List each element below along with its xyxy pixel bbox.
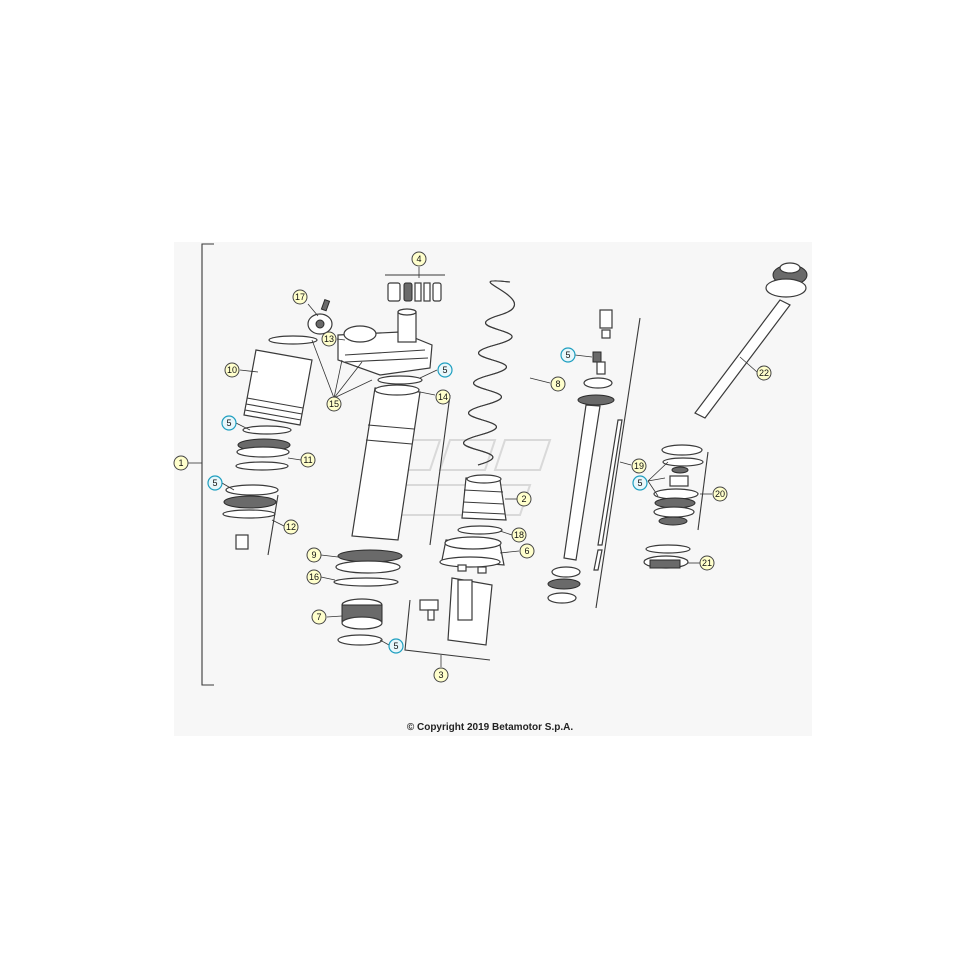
part-shock-body <box>351 384 421 541</box>
callout-5-b: 5 <box>207 475 223 491</box>
body-bracket <box>429 394 451 546</box>
svg-text:7: 7 <box>316 612 321 622</box>
callout-15: 15 <box>326 396 342 412</box>
callout-5-f: 5 <box>632 475 648 491</box>
part-pin <box>320 298 331 312</box>
svg-text:8: 8 <box>555 379 560 389</box>
part-bottom-bushing <box>337 598 383 646</box>
part-oring-a <box>242 425 292 435</box>
svg-text:5: 5 <box>565 350 570 360</box>
svg-text:17: 17 <box>295 292 305 302</box>
svg-text:5: 5 <box>226 418 231 428</box>
callout-5-e: 5 <box>560 347 576 363</box>
svg-text:12: 12 <box>286 522 296 532</box>
part-reservoir <box>243 335 318 426</box>
callout-13: 13 <box>321 331 337 347</box>
callout-14: 14 <box>435 389 451 405</box>
callout-20: 20 <box>712 486 728 502</box>
clevis-bracket <box>404 599 491 661</box>
callout-10: 10 <box>224 362 240 378</box>
svg-text:18: 18 <box>514 530 524 540</box>
callout-5-d: 5 <box>388 638 404 654</box>
part-stop-washer <box>457 525 503 535</box>
part-bump-stop <box>461 474 507 521</box>
svg-text:5: 5 <box>393 641 398 651</box>
svg-text:10: 10 <box>227 365 237 375</box>
part-washer <box>333 577 399 587</box>
svg-text:22: 22 <box>759 368 769 378</box>
callout-5-a: 5 <box>221 415 237 431</box>
svg-text:4: 4 <box>416 254 421 264</box>
part-shock-head <box>337 308 433 376</box>
part-spring <box>463 280 516 466</box>
callout-16: 16 <box>306 569 322 585</box>
svg-text:6: 6 <box>524 546 529 556</box>
svg-text:15: 15 <box>329 399 339 409</box>
callout-21: 21 <box>699 555 715 571</box>
svg-text:16: 16 <box>309 572 319 582</box>
copyright-text: © Copyright 2019 Betamotor S.p.A. <box>406 722 574 733</box>
callout-12: 12 <box>283 519 299 535</box>
part-piston <box>643 544 691 569</box>
callout-1: 1 <box>173 455 189 471</box>
part-bushing-set <box>387 282 442 302</box>
callout-17: 17 <box>292 289 308 305</box>
svg-text:9: 9 <box>311 550 316 560</box>
part-valve-stack <box>653 444 704 526</box>
stack-bracket <box>697 451 709 531</box>
callout-11: 11 <box>300 452 316 468</box>
part-piston-rod <box>694 262 808 419</box>
callout-9: 9 <box>306 547 322 563</box>
callout-5-c: 5 <box>437 362 453 378</box>
callout-4: 4 <box>411 251 427 267</box>
part-spring-seat <box>439 536 505 574</box>
svg-text:19: 19 <box>634 461 644 471</box>
part-adjuster-knob <box>307 313 333 335</box>
callout-3: 3 <box>433 667 449 683</box>
leader-lines <box>188 267 758 667</box>
part-clevis <box>419 577 493 646</box>
callout-6: 6 <box>519 543 535 559</box>
svg-text:1: 1 <box>178 458 183 468</box>
callout-7: 7 <box>311 609 327 625</box>
cap-bracket <box>267 494 279 556</box>
callout-22: 22 <box>756 365 772 381</box>
svg-text:5: 5 <box>442 365 447 375</box>
part-oring-b <box>377 375 423 385</box>
part-reservoir-piston <box>235 438 291 471</box>
svg-text:13: 13 <box>324 334 334 344</box>
shaft-bracket <box>595 317 641 609</box>
svg-text:21: 21 <box>702 558 712 568</box>
part-reservoir-cap <box>222 484 279 550</box>
svg-text:11: 11 <box>303 455 312 465</box>
callout-19: 19 <box>631 458 647 474</box>
callout-2: 2 <box>516 491 532 507</box>
svg-text:5: 5 <box>212 478 217 488</box>
assembly-bracket <box>201 243 214 686</box>
svg-text:3: 3 <box>438 670 443 680</box>
part-lock-rings <box>335 549 403 574</box>
svg-text:2: 2 <box>521 494 526 504</box>
part-shaft-assembly <box>547 309 623 604</box>
callout-8: 8 <box>550 376 566 392</box>
callout-18: 18 <box>511 527 527 543</box>
svg-text:14: 14 <box>438 392 448 402</box>
svg-text:20: 20 <box>715 489 725 499</box>
svg-text:5: 5 <box>637 478 642 488</box>
